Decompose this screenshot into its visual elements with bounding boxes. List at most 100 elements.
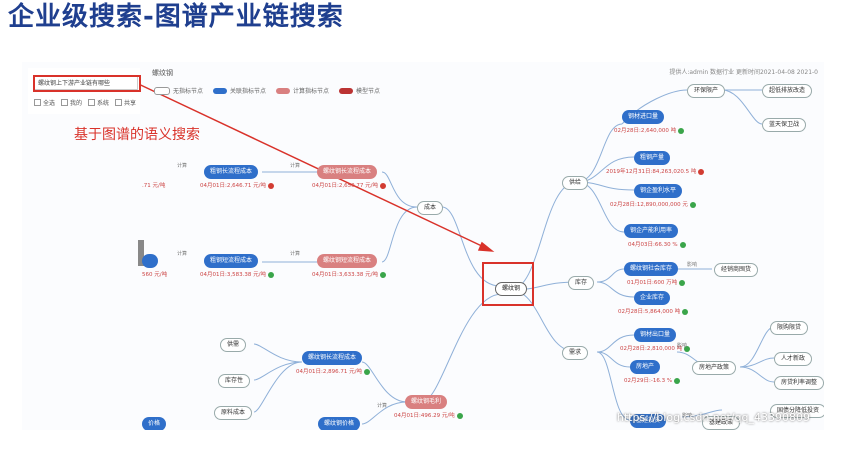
node-raw-material[interactable]: 原料成本: [214, 406, 253, 420]
graph-search-screenshot: 螺纹钢上下游产业链有哪些 全选 我的 系统 共享 基于图谱的语义搜索 螺纹钢 提…: [22, 62, 824, 430]
status-dot-icon: [698, 168, 705, 175]
node-rebar-short-cost[interactable]: 螺纹钢短流程成本: [317, 254, 378, 268]
legend-label: 关联指标节点: [230, 88, 267, 95]
relation-label: 计算: [177, 251, 188, 257]
status-dot-icon: [679, 279, 686, 286]
node-value: 04月01日:496.29 元/吨: [394, 411, 463, 419]
node-value-text: 04月01日:2,646.71 元/吨: [200, 183, 266, 189]
node-value-text: 04月01日:3,583.38 元/吨: [200, 272, 266, 278]
legend-swatch: [276, 87, 291, 94]
node-profit-level[interactable]: 钢企盈利水平: [634, 184, 683, 198]
node-capacity-util[interactable]: 钢企产能利用率: [624, 224, 679, 238]
node-value-text: 02月28日:5,864,000 吨: [618, 309, 681, 315]
node-inventory[interactable]: 库存: [568, 276, 595, 290]
collapse-handle[interactable]: [138, 240, 144, 266]
status-dot-icon: [363, 368, 370, 375]
filter-label: 系统: [97, 100, 110, 107]
node-price-clipped[interactable]: 价格: [142, 417, 167, 430]
node-demand[interactable]: 需求: [562, 346, 589, 360]
graph-meta: 提供人:admin 数据行业 更新时间2021-04-08 2021-0: [669, 69, 818, 76]
filter-mine[interactable]: 我的: [61, 98, 82, 107]
legend-label: 无指标节点: [173, 88, 204, 95]
node-social-inventory[interactable]: 螺纹钢社会库存: [624, 262, 679, 276]
node-value: 01月01日:600 万吨: [627, 278, 686, 286]
node-value-clipped: 560 元/吨: [142, 272, 168, 278]
node-mortgage-rate[interactable]: 房贷利率调整: [774, 376, 824, 390]
node-value: 04月01日:3,633.38 元/吨: [312, 270, 386, 278]
node-value: 04月01日:3,583.38 元/吨: [200, 270, 274, 278]
status-dot-icon: [689, 201, 696, 208]
legend-item: 计算指标节点: [276, 86, 329, 95]
node-value: 04月01日:2,896.71 元/吨: [296, 367, 370, 375]
node-real-estate[interactable]: 房地产: [630, 360, 661, 374]
legend-swatch: [154, 86, 170, 95]
node-rebar-long-cost[interactable]: 螺纹钢长流程成本: [317, 165, 378, 179]
relation-label: 计算: [290, 163, 301, 169]
node-rebar-long-cost-2[interactable]: 螺纹钢长流程成本: [302, 351, 363, 365]
node-purchase-limit[interactable]: 限购限贷: [770, 321, 809, 335]
node-inventory-factor[interactable]: 库存性: [218, 374, 251, 388]
node-value: 2019年12月31日:84,263,020.5 吨: [606, 167, 705, 175]
node-value: 04月01日:2,646.71 元/吨: [200, 181, 274, 189]
center-node[interactable]: 螺纹钢: [495, 282, 528, 296]
node-infra-policy[interactable]: 基建政策: [702, 416, 741, 430]
legend-item: 无指标节点: [154, 86, 203, 95]
filter-shared[interactable]: 共享: [115, 98, 136, 107]
node-value-text: 02月29日:-16.3 %: [624, 378, 673, 384]
checkbox-icon: [61, 99, 69, 106]
relation-label: 影响: [682, 413, 693, 419]
filter-label: 全选: [43, 100, 56, 107]
node-dealer-hoarding[interactable]: 经销商囤货: [714, 263, 759, 277]
node-steel-import[interactable]: 钢材进口量: [622, 110, 665, 124]
legend-label: 计算指标节点: [293, 88, 330, 95]
node-rebar-margin[interactable]: 螺纹钢毛利: [405, 395, 448, 409]
graph-legend: 无指标节点 关联指标节点 计算指标节点 模型节点: [154, 86, 380, 95]
legend-item: 模型节点: [339, 86, 380, 95]
search-highlight-box: [33, 75, 141, 92]
node-value: 04月01日:2,650.77 元/吨: [312, 181, 386, 189]
filter-all[interactable]: 全选: [34, 98, 55, 107]
node-steel-export[interactable]: 钢材出口量: [634, 328, 677, 342]
node-clipped-left[interactable]: [142, 254, 158, 268]
relation-label: 计算: [177, 163, 188, 169]
status-dot-icon: [456, 412, 463, 419]
node-env-limit[interactable]: 环保限产: [687, 84, 726, 98]
status-dot-icon: [379, 182, 386, 189]
annotation-text: 基于图谱的语义搜索: [74, 127, 200, 143]
node-crude-short-cost[interactable]: 粗钢短流程成本: [204, 254, 259, 268]
node-infra-invest[interactable]: 基建投资: [630, 414, 667, 428]
node-value-text: 04月01日:2,896.71 元/吨: [296, 369, 362, 375]
node-value-clipped: .71 元/吨: [142, 183, 166, 189]
node-value-text: 02月28日:2,640,000 吨: [614, 128, 677, 134]
node-supply-demand[interactable]: 供需: [220, 338, 247, 352]
node-crude-long-cost[interactable]: 粗钢长流程成本: [204, 165, 259, 179]
legend-swatch: [213, 87, 228, 94]
node-talent-policy[interactable]: 人才新政: [774, 352, 813, 366]
relation-label: 计算: [377, 403, 388, 409]
node-value: 02月29日:-16.3 %: [624, 376, 681, 384]
filter-label: 共享: [124, 100, 137, 107]
filter-system[interactable]: 系统: [88, 98, 109, 107]
node-bond-invest[interactable]: 国债分降低投资: [770, 404, 824, 418]
node-value-text: 02月28日:12,890,000,000 元: [610, 202, 688, 208]
center-highlight-box: [482, 262, 534, 306]
node-ultra-low-emission[interactable]: 超低排放改造: [762, 84, 813, 98]
relation-label: 影响: [687, 262, 698, 268]
slide-title: 企业级搜索-图谱产业链搜索: [8, 2, 344, 32]
node-value-text: 04月01日:496.29 元/吨: [394, 413, 455, 419]
node-supply[interactable]: 供给: [562, 176, 589, 190]
node-crude-output[interactable]: 粗钢产量: [634, 151, 671, 165]
node-blue-sky[interactable]: 蓝天保卫战: [762, 118, 807, 132]
node-value: 02月28日:2,640,000 吨: [614, 126, 685, 134]
legend-item: 关联指标节点: [213, 86, 266, 95]
node-cost[interactable]: 成本: [417, 201, 444, 215]
node-enterprise-inventory[interactable]: 企业库存: [634, 291, 671, 305]
graph-title: 螺纹钢: [152, 69, 173, 77]
relation-label: 影响: [677, 343, 688, 349]
node-rebar-price[interactable]: 螺纹钢价格: [318, 417, 361, 430]
search-panel: 螺纹钢上下游产业链有哪些 全选 我的 系统 共享: [28, 68, 141, 114]
status-dot-icon: [684, 345, 691, 352]
node-re-policy[interactable]: 房地产政策: [692, 361, 737, 375]
node-value: 02月28日:12,890,000,000 元: [610, 200, 696, 208]
node-value-text: 02月28日:2,810,000 吨: [620, 346, 683, 352]
